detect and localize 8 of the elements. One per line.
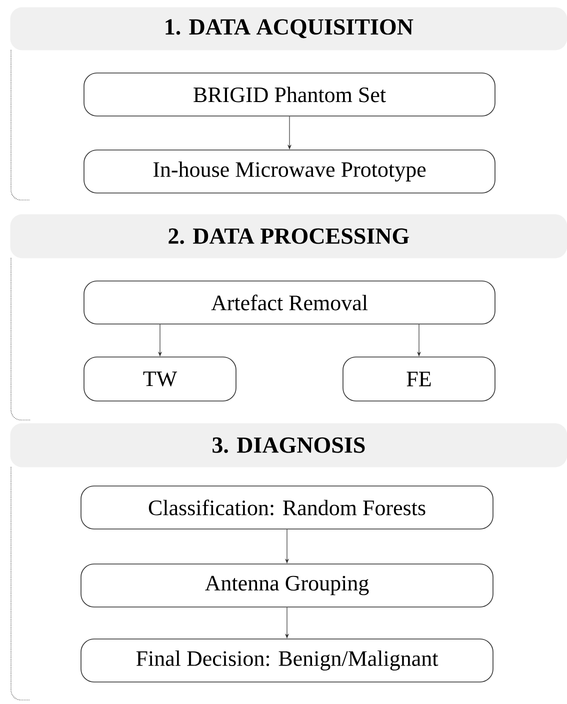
process-box: In-house Microwave Prototype [84, 150, 496, 194]
process-box: Final Decision: Benign/Malignant [80, 638, 494, 682]
process-box: FE [342, 356, 496, 402]
process-box: TW [84, 356, 236, 402]
process-box: BRIGID Phantom Set [84, 72, 496, 116]
process-box: Artefact Removal [84, 280, 496, 324]
process-box: Classification: Random Forests [80, 486, 494, 530]
process-box: Antenna Grouping [80, 564, 494, 608]
